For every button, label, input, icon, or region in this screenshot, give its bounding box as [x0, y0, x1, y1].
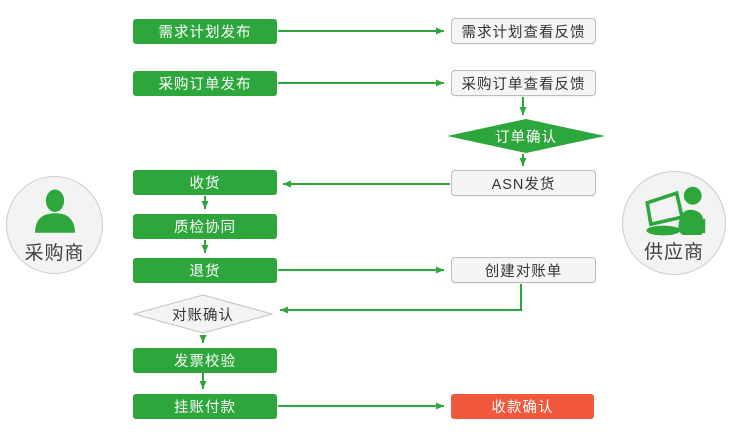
order-confirm-label: 订单确认: [495, 129, 557, 146]
node-po-feedback: 采购订单查看反馈: [451, 70, 596, 96]
person-icon: [29, 186, 81, 238]
node-quality-collab: 质检协同: [133, 214, 277, 239]
reconcile-confirm-label: 对账确认: [172, 307, 234, 324]
node-payment-confirm: 收款确认: [451, 394, 594, 419]
node-booked-payment: 挂账付款: [133, 394, 277, 419]
supplier-actor: 供应商: [622, 171, 726, 275]
node-receive-goods: 收货: [133, 170, 277, 195]
buyer-label: 采购商: [24, 243, 85, 264]
buyer-actor: 采购商: [6, 176, 103, 274]
node-invoice-verify: 发票校验: [133, 348, 277, 373]
node-po-publish: 采购订单发布: [133, 71, 277, 96]
supplier-label: 供应商: [643, 242, 704, 263]
person-laptop-icon: [641, 183, 707, 237]
node-demand-plan-publish: 需求计划发布: [133, 19, 277, 44]
node-return-goods: 退货: [133, 258, 277, 283]
node-reconcile-confirm-decision: 对账确认: [133, 294, 273, 334]
node-order-confirm-decision: 订单确认: [447, 119, 605, 153]
node-demand-plan-feedback: 需求计划查看反馈: [451, 18, 596, 44]
node-create-statement: 创建对账单: [451, 257, 596, 283]
node-asn-ship: ASN发货: [451, 170, 596, 196]
